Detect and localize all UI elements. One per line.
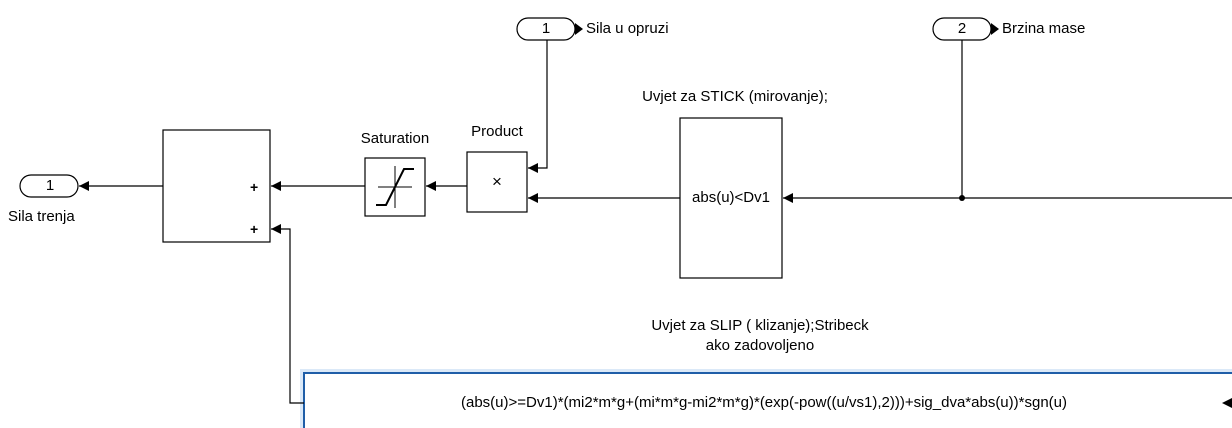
product-multiply-icon: × <box>492 172 502 191</box>
inport-2-arrow-icon <box>991 23 999 35</box>
signal-sila-u-opruzi[interactable] <box>528 40 548 173</box>
inport-2-number: 2 <box>957 20 967 37</box>
slip-condition-block[interactable] <box>303 372 1232 428</box>
inport-1-label: Sila u opruzi <box>586 20 669 37</box>
signal-slip-to-sum[interactable] <box>271 224 304 404</box>
outport-1-label: Sila trenja <box>8 208 75 225</box>
inport-1-arrow-icon <box>575 23 583 35</box>
slip-label-line1: Uvjet za SLIP ( klizanje);Stribeck <box>651 317 869 334</box>
saturation-label: Saturation <box>360 130 430 147</box>
sum-block[interactable] <box>162 129 271 243</box>
sum-sign-2: + <box>250 221 259 237</box>
stick-expression: abs(u)<Dv1 <box>692 189 770 206</box>
product-label: Product <box>471 123 523 140</box>
slip-label-line2: ako zadovoljeno <box>705 337 815 354</box>
outport-1-number: 1 <box>45 177 55 194</box>
sum-sign-1: + <box>250 179 259 195</box>
inport-2-label: Brzina mase <box>1002 20 1086 37</box>
outport-1-block[interactable] <box>19 174 79 198</box>
inport-1-number: 1 <box>541 20 551 37</box>
stick-condition-block[interactable] <box>679 117 783 279</box>
branch-point <box>959 195 965 201</box>
product-block[interactable] <box>466 151 528 213</box>
slip-input-arrow-icon <box>1222 398 1232 408</box>
stick-label: Uvjet za STICK (mirovanje); <box>642 88 828 105</box>
saturation-curve-icon <box>376 166 414 208</box>
slip-expression: (abs(u)>=Dv1)*(mi2*m*g+(mi*m*g-mi2*m*g)*… <box>460 394 1068 411</box>
